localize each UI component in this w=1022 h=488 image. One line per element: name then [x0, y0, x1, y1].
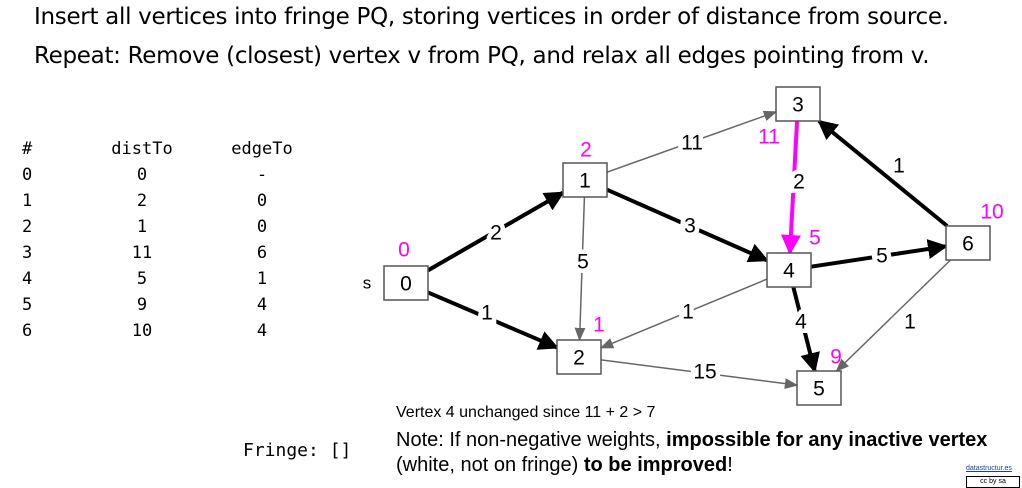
- table-row: 3 11 6: [22, 240, 332, 266]
- dist-to: 0: [136, 165, 148, 185]
- vertex-id: 4: [22, 269, 33, 289]
- edge-6-3: [817, 119, 949, 228]
- note-bold: to be improved: [583, 454, 728, 476]
- table-row: 6 10 4: [22, 318, 332, 344]
- table-row: 5 9 4: [22, 292, 332, 318]
- node-dist: 0: [398, 239, 410, 262]
- edge-to: 1: [256, 269, 268, 289]
- node-0: 00: [383, 239, 429, 301]
- edge-4-2: [599, 278, 768, 349]
- dist-to: 10: [131, 321, 153, 341]
- edge-weight: 1: [904, 311, 916, 334]
- table-row: 1 2 0: [22, 188, 332, 214]
- edge-weight: 1: [682, 301, 694, 324]
- cc-license-badge: cc by sa: [966, 476, 1020, 488]
- node-dist: 11: [758, 126, 780, 149]
- note-text: Note: If non-negative weights,: [396, 429, 667, 451]
- node-dist: 1: [593, 314, 605, 337]
- instruction-line-2: Repeat: Remove (closest) vertex v from P…: [34, 43, 930, 69]
- vertex-note: Vertex 4 unchanged since 11 + 2 > 7: [396, 404, 656, 421]
- edge-weight: 1: [893, 155, 905, 178]
- node-dist: 10: [980, 201, 1003, 224]
- source-label: s: [363, 274, 372, 293]
- edge-weight: 4: [795, 311, 807, 334]
- edge-weight: 2: [793, 171, 805, 194]
- credit-link[interactable]: datastructur.es: [966, 465, 1012, 472]
- edge-weight: 2: [490, 222, 502, 245]
- edge-1-4: [606, 187, 769, 263]
- node-3: 3 11: [758, 86, 821, 149]
- edge-2-5: [600, 359, 799, 389]
- fringe-label: Fringe: []: [243, 440, 352, 461]
- node-label: 1: [579, 170, 591, 193]
- node-dist: 5: [809, 227, 821, 250]
- node-label: 4: [783, 260, 795, 283]
- table-row: 2 1 0: [22, 214, 332, 240]
- vertex-id: 0: [22, 165, 33, 185]
- col-header-distto: distTo: [111, 139, 173, 159]
- edge-weight: 5: [876, 245, 888, 268]
- edge-1-2: [574, 196, 586, 342]
- table-row: 0 0 -: [22, 162, 332, 188]
- table-row: 4 5 1: [22, 266, 332, 292]
- edge-to: 4: [256, 321, 268, 341]
- node-dist: 9: [830, 346, 842, 369]
- edge-4-5: [791, 286, 820, 373]
- dist-to: 9: [136, 295, 148, 315]
- node-label: 3: [792, 94, 804, 117]
- inactive-note: Note: If non-negative weights, impossibl…: [396, 428, 1016, 478]
- vertex-id: 1: [22, 191, 33, 211]
- edge-weight: 15: [693, 361, 716, 384]
- edge-4-6: [810, 239, 948, 269]
- instruction-line-1: Insert all vertices into fringe PQ, stor…: [34, 4, 949, 30]
- dist-to: 1: [136, 217, 148, 237]
- dist-to: 5: [136, 269, 148, 289]
- col-header-id: #: [22, 139, 33, 159]
- node-4: 45: [766, 227, 821, 288]
- vertex-id: 6: [22, 321, 33, 341]
- vertex-id: 5: [22, 295, 33, 315]
- node-dist: 2: [580, 139, 592, 162]
- node-label: 2: [573, 347, 585, 370]
- node-label: 5: [813, 378, 825, 401]
- node-label: 6: [962, 233, 974, 256]
- node-6: 6 10: [945, 201, 1004, 261]
- col-header-edgeto: edgeTo: [231, 139, 293, 159]
- edge-weight: 5: [577, 251, 589, 274]
- note-bold: impossible for any inactive vertex: [666, 429, 988, 451]
- edge-weight: 1: [481, 302, 493, 325]
- node-2: 21: [556, 314, 605, 375]
- table-header-row: # distTo edgeTo: [22, 136, 332, 162]
- edge-3-4: [780, 120, 801, 255]
- edge-weight: 3: [684, 215, 696, 238]
- vertex-id: 2: [22, 217, 33, 237]
- edge-6-5: [835, 259, 952, 372]
- edge-to: 4: [256, 295, 268, 315]
- edge-to: 0: [256, 191, 268, 211]
- note-text: !: [727, 454, 733, 476]
- dist-to: 2: [136, 191, 148, 211]
- dist-to: 11: [131, 243, 153, 263]
- node-5: 59: [796, 346, 842, 406]
- node-label: 0: [400, 273, 412, 296]
- edge-0-2: [427, 290, 559, 350]
- edge-weight: 11: [681, 132, 703, 155]
- edge-to: 6: [256, 243, 268, 263]
- edge-to: -: [256, 165, 268, 185]
- vertex-id: 3: [22, 243, 33, 263]
- note-text: (white, not on fringe): [396, 454, 584, 476]
- edge-0-1: [427, 190, 565, 273]
- node-1: 12: [562, 139, 608, 198]
- edge-to: 0: [256, 217, 268, 237]
- edge-1-3: [606, 110, 778, 173]
